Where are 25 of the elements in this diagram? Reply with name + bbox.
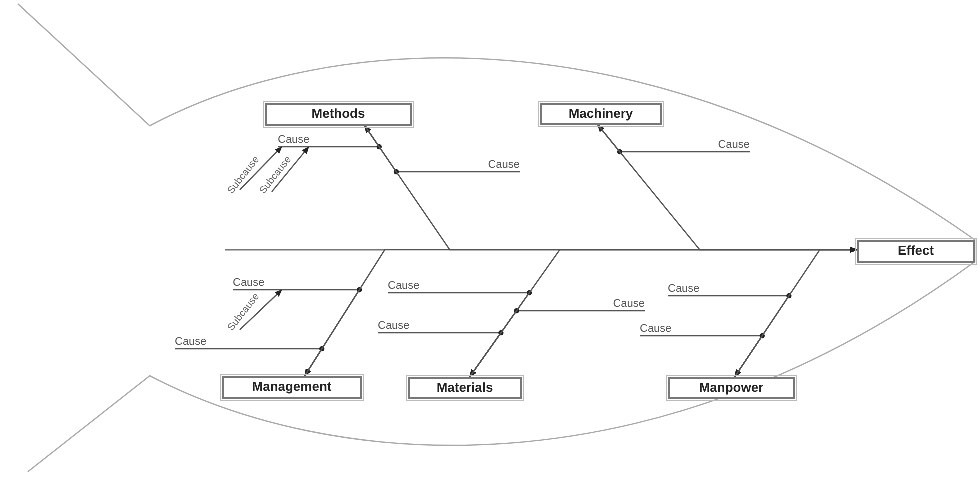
- cause-label: Cause: [233, 277, 265, 290]
- cause-label: Cause: [278, 134, 310, 147]
- category-box: Manpower: [668, 377, 795, 399]
- arrow: [598, 124, 750, 155]
- cause-label: Cause: [388, 280, 420, 293]
- cause-label: Cause: [718, 139, 750, 152]
- category-box: Machinery: [540, 103, 662, 125]
- arrow: [272, 146, 310, 192]
- cause-label: Cause: [378, 320, 410, 333]
- cause-label: Cause: [640, 323, 672, 336]
- arrow: [640, 333, 765, 378]
- cause-label: Cause: [488, 159, 520, 172]
- cause-label: Cause: [613, 298, 645, 311]
- arrow: [378, 330, 504, 378]
- cause-label: Cause: [668, 283, 700, 296]
- cause-label: Cause: [175, 336, 207, 349]
- category-box: Management: [222, 376, 362, 399]
- effect-box: Effect: [857, 240, 975, 263]
- arrow: [240, 289, 283, 330]
- arrow: [240, 146, 283, 190]
- arrow: [364, 126, 520, 175]
- category-box: Methods: [265, 103, 412, 126]
- arrow: [734, 246, 858, 378]
- category-box: Materials: [408, 377, 522, 399]
- arrow: [175, 346, 325, 376]
